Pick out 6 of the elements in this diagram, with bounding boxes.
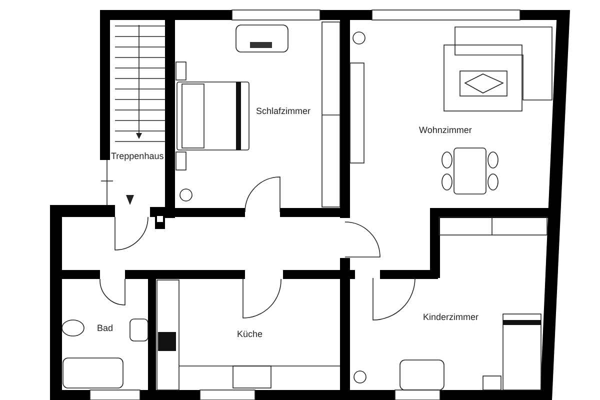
room-label: Schlafzimmer xyxy=(256,107,311,116)
room-label: Küche xyxy=(237,330,263,339)
room-label: Kinderzimmer xyxy=(423,313,479,322)
room-label: Treppenhaus xyxy=(111,152,164,161)
room-label: Wohnzimmer xyxy=(419,126,472,135)
room-label: Bad xyxy=(97,324,114,333)
